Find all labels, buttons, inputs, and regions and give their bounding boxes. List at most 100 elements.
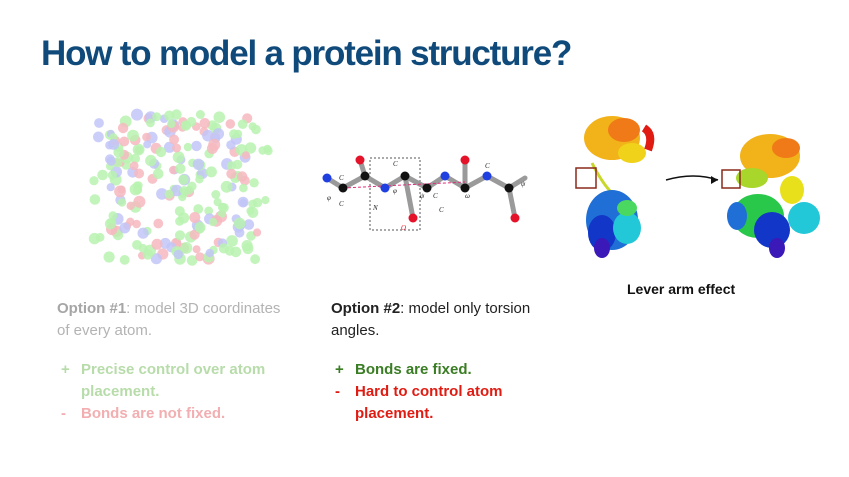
svg-text:O: O — [401, 224, 406, 232]
atom-sphere — [192, 158, 205, 170]
protein-right-image — [721, 134, 820, 258]
atom-sphere — [243, 219, 255, 230]
atom-sphere — [169, 134, 180, 145]
option1-con-text: Bonds are not fixed. — [81, 405, 226, 422]
atom-sphere — [249, 178, 259, 188]
atom-sphere — [226, 235, 238, 247]
torsion-backbone-figure: C φ C C N O φ ψ C C ω C ψ — [315, 148, 555, 232]
atom-sphere — [103, 251, 115, 263]
atom-sphere — [164, 189, 174, 199]
atom-sphere — [229, 129, 239, 139]
atom-sphere — [119, 136, 130, 147]
atom-sphere — [217, 202, 227, 212]
atom-sphere — [153, 218, 164, 229]
atom-sphere — [117, 122, 129, 134]
atom-sphere — [220, 180, 233, 193]
atom-sphere — [208, 138, 221, 151]
atom-sphere — [143, 140, 152, 149]
atom-sphere — [195, 110, 205, 119]
atom-sphere — [131, 108, 143, 121]
atom-sphere — [181, 121, 191, 130]
svg-text:φ: φ — [327, 194, 331, 202]
atom-sphere — [204, 206, 214, 216]
option1-description: Option #1: model 3D coordinates of every… — [57, 298, 297, 342]
option1-label: Option #1 — [57, 300, 127, 317]
atom-sphere — [244, 142, 257, 154]
atom-sphere — [89, 194, 101, 205]
atom-sphere — [95, 232, 105, 242]
atom-sphere — [195, 175, 204, 184]
atom-sphere — [152, 112, 162, 122]
atom-sphere — [146, 118, 155, 128]
minus-mark: - — [335, 383, 340, 400]
atom-sphere — [212, 128, 225, 140]
atom-sphere — [172, 151, 185, 164]
svg-text:C: C — [439, 206, 444, 214]
atom-sphere — [226, 161, 236, 171]
atom-sphere — [145, 154, 157, 167]
atom-sphere — [126, 201, 135, 210]
plus-mark: + — [335, 361, 344, 378]
atom-sphere — [114, 185, 126, 198]
atom-sphere — [237, 119, 248, 129]
atom-sphere — [250, 254, 260, 265]
atom-sphere — [186, 255, 198, 266]
atom-sphere — [179, 186, 189, 195]
atom-sphere — [183, 142, 193, 152]
atom-sphere — [129, 161, 139, 171]
svg-text:ω: ω — [465, 192, 470, 200]
atom-sphere — [263, 146, 273, 156]
atom-sphere — [164, 110, 175, 121]
option2-description: Option #2: model only torsion angles. — [331, 298, 531, 342]
atom-sphere — [150, 253, 162, 265]
option1-text: : model 3D coordinates of every atom. — [57, 300, 281, 339]
atom-sphere — [93, 131, 104, 143]
plus-mark: + — [61, 361, 70, 378]
option2-pro-text: Bonds are fixed. — [355, 361, 472, 378]
atom-sphere — [202, 129, 214, 142]
atom-sphere — [251, 124, 261, 135]
atom-sphere — [142, 132, 151, 142]
option2-con-bullet: - Hard to control atom placement. — [331, 381, 551, 425]
atom-sphere — [248, 199, 257, 209]
atom-sphere — [194, 222, 206, 233]
option2-label: Option #2 — [331, 300, 401, 317]
atom-sphere — [211, 190, 221, 199]
atom-sphere — [172, 143, 182, 153]
atom-sphere — [233, 217, 246, 230]
svg-text:φ: φ — [393, 187, 397, 195]
atom-sphere — [152, 168, 164, 180]
atom-sphere — [191, 140, 202, 152]
atom-sphere — [108, 138, 120, 150]
atom-sphere — [113, 146, 125, 158]
atom-sphere — [226, 168, 237, 179]
atom-sphere — [163, 141, 176, 153]
atom-sphere — [137, 227, 149, 239]
atom-sphere — [225, 119, 236, 129]
atom-sphere — [261, 196, 270, 205]
atom-sphere — [180, 242, 193, 254]
atom-sphere — [242, 243, 254, 255]
atom-sphere — [213, 111, 226, 123]
atom-sphere — [195, 252, 205, 262]
atom-sphere — [133, 181, 141, 190]
atom-sphere — [133, 195, 146, 208]
atom-sphere — [151, 238, 163, 250]
atom-sphere — [241, 151, 250, 160]
lever-arm-figure — [572, 108, 842, 273]
atom-sphere — [175, 163, 186, 174]
atom-sphere — [156, 188, 168, 200]
atom-sphere — [117, 198, 127, 207]
atom-sphere — [217, 209, 226, 218]
svg-text:C: C — [393, 160, 398, 168]
atom-sphere — [237, 171, 248, 182]
atom-sphere — [106, 156, 116, 166]
atom-sphere — [107, 170, 117, 180]
option2-bullets: + Bonds are fixed. - Hard to control ato… — [331, 359, 551, 425]
atom-sphere — [106, 183, 115, 192]
option1-pro-text: Precise control over atom placement. — [81, 361, 266, 400]
option2-con-text: Hard to control atom placement. — [355, 383, 503, 422]
atom-sphere — [247, 207, 259, 218]
atom-sphere — [94, 118, 104, 128]
atom-sphere — [134, 168, 145, 179]
